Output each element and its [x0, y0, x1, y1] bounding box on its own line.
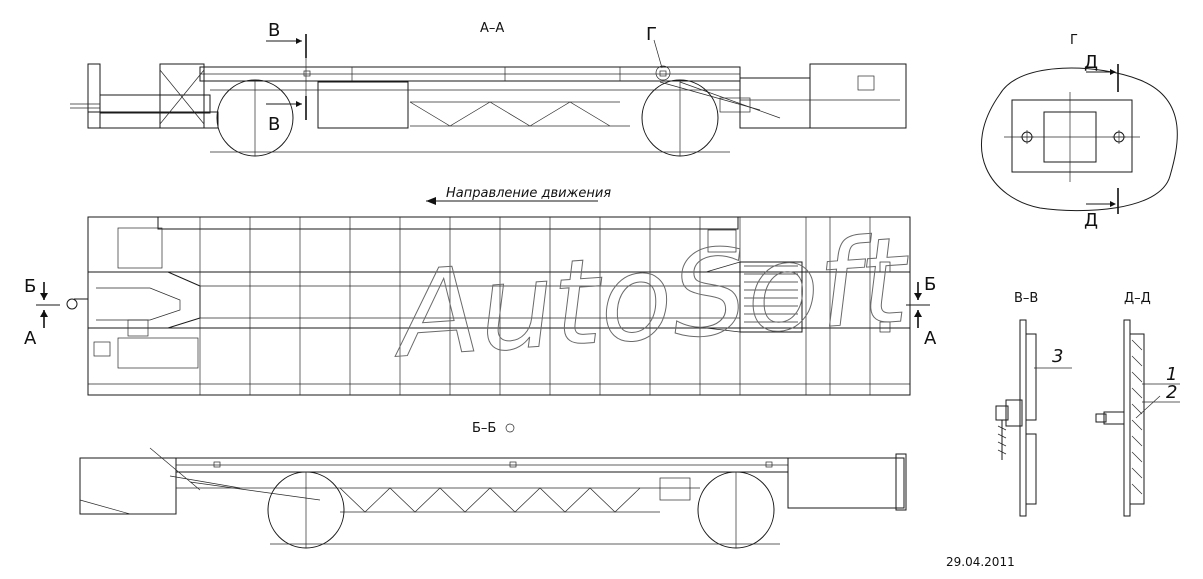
view-plan	[66, 197, 911, 396]
view-b-b-title: Б–Б	[472, 421, 496, 436]
date-label: 29.04.2011	[946, 555, 1015, 569]
section-v-v	[995, 319, 1072, 517]
view-a-a	[70, 63, 907, 157]
marker-b-left: Б	[24, 276, 36, 297]
section-d-d	[1095, 319, 1180, 517]
marker-v-lower: В	[268, 114, 280, 135]
detail-g	[981, 64, 1178, 214]
marker-a-right: А	[924, 328, 937, 349]
marker-b-right: Б	[924, 274, 936, 295]
detail-g-leader	[653, 39, 671, 81]
section-v-title: В–В	[1014, 291, 1038, 306]
watermark: AutoSoft	[387, 210, 915, 384]
direction-label: Направление движения	[446, 186, 611, 201]
section-arrow-v	[266, 34, 307, 120]
callout-3: 3	[1052, 346, 1063, 367]
marker-g: Г	[646, 24, 657, 45]
marker-a-left: А	[24, 328, 37, 349]
section-d-title: Д–Д	[1124, 291, 1151, 306]
marker-d-upper: Д	[1084, 52, 1098, 73]
detail-g-title: Г	[1070, 33, 1078, 48]
view-bottom-side	[79, 447, 907, 549]
section-arrows-b-a	[36, 282, 930, 328]
callout-1: 1	[1166, 364, 1177, 385]
view-a-a-title: А–А	[480, 21, 504, 36]
marker-d-lower: Д	[1084, 210, 1098, 231]
rotation-symbol-icon	[505, 423, 515, 433]
marker-v-upper: В	[268, 20, 280, 41]
callout-2: 2	[1166, 382, 1177, 403]
